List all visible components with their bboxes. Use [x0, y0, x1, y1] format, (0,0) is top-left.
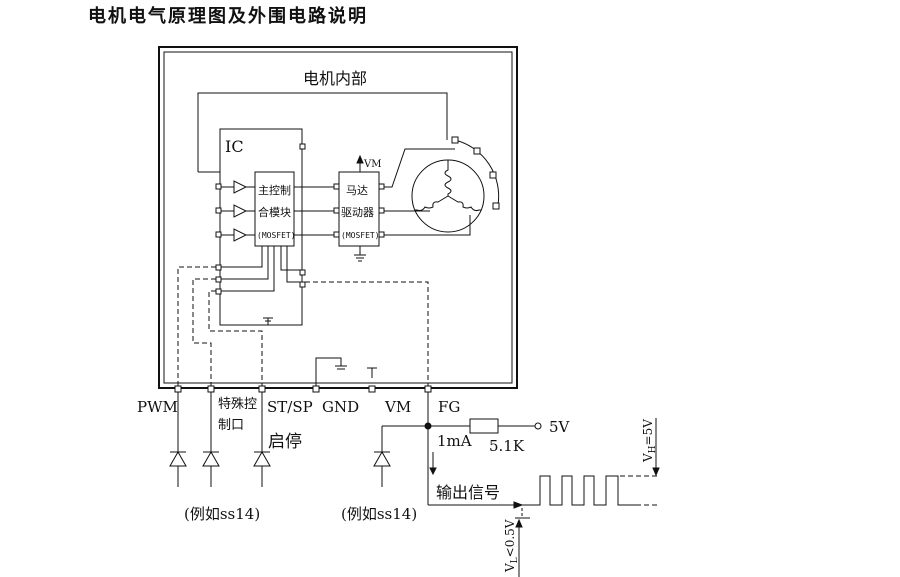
resistor-label: 5.1K: [489, 437, 525, 455]
controller-line3: (MOSFET): [257, 231, 296, 240]
motor-internal-label: 电机内部: [303, 69, 367, 88]
rotor-arc: [454, 139, 500, 206]
external-diodes-left: [169, 392, 271, 487]
motor-inner-frame: [163, 51, 513, 384]
vl-label: VL<0.5V: [503, 519, 520, 573]
driver-line1: 马达: [346, 184, 368, 197]
frame-pins: [174, 385, 432, 393]
dashed-pin-links: [177, 266, 429, 388]
current-label: 1mA: [437, 432, 472, 450]
motor-coils: [415, 160, 481, 212]
ic-block: [219, 128, 303, 326]
pin-fg-label: FG: [438, 398, 460, 416]
vm-top-label: VM: [363, 159, 381, 170]
pin-special-label-1: 特殊控: [218, 397, 257, 412]
controller-line2: 合模块: [258, 205, 291, 219]
pin-special-label-2: 制口: [218, 418, 244, 433]
fg-output-circuit: [373, 392, 542, 509]
ic-pins: [215, 143, 385, 295]
pin-vm-label: VM: [384, 398, 411, 416]
input-buffers: [219, 180, 255, 242]
example-left-label: (例如ss14): [184, 505, 260, 523]
driver-line3: (MOSFET): [341, 231, 380, 240]
pin-pwm-label: PWM: [137, 398, 178, 416]
controller-line1: 主控制: [258, 183, 291, 197]
pin-stsp-label: ST/SP: [267, 398, 313, 416]
output-waveform: [515, 418, 660, 577]
vh-label: VH=5V: [641, 419, 658, 463]
start-stop-label: 启停: [268, 432, 302, 452]
supply-label: 5V: [549, 418, 571, 436]
driver-line2: 驱动器: [341, 206, 374, 219]
page-title: 电机电气原理图及外围电路说明: [88, 6, 368, 27]
example-right-label: (例如ss14): [341, 505, 417, 523]
pin-gnd-label: GND: [322, 398, 359, 416]
output-signal-label: 输出信号: [436, 483, 500, 502]
ic-label: IC: [225, 137, 244, 156]
motor-outer-frame: [158, 46, 518, 389]
